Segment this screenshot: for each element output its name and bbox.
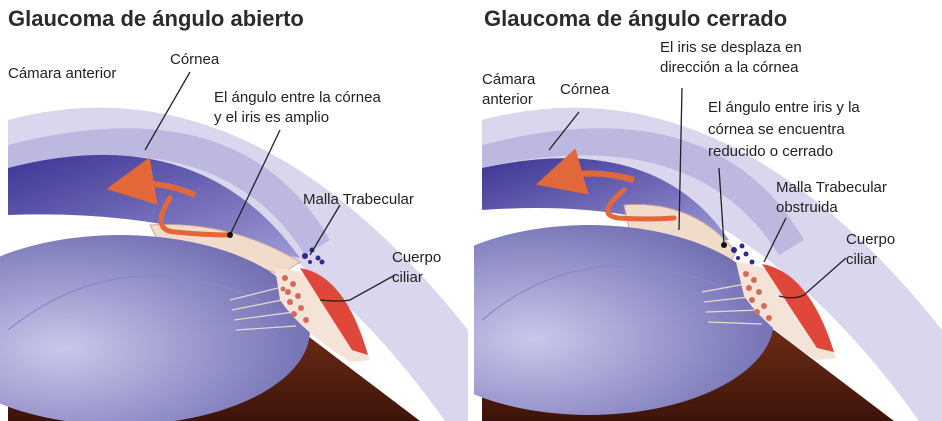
label-angle-line2: y el iris es amplio xyxy=(214,108,329,128)
label-trabecular: Malla Trabecular xyxy=(303,190,414,210)
label-ciliary-line2: ciliar xyxy=(846,250,877,270)
label-ciliary-line1: Cuerpo xyxy=(846,230,895,250)
label-anterior-chamber-line2: anterior xyxy=(482,90,533,110)
open-angle-panel: Glaucoma de ángulo abierto xyxy=(0,0,468,421)
label-iris-line1: El iris se desplaza en xyxy=(660,38,802,58)
label-anterior-chamber: Cámara anterior xyxy=(8,64,116,84)
label-trabecular-line1: Malla Trabecular xyxy=(776,178,887,198)
label-anterior-chamber-line1: Cámara xyxy=(482,70,535,90)
label-iris-line2: dirección a la córnea xyxy=(660,58,798,78)
label-ciliary-line2: ciliar xyxy=(392,268,423,288)
label-angle-line1: El ángulo entre iris y la xyxy=(708,98,860,118)
label-angle-line3: reducido o cerrado xyxy=(708,142,833,162)
label-angle-line2: córnea se encuentra xyxy=(708,120,845,140)
label-cornea: Córnea xyxy=(170,50,219,70)
label-trabecular-line2: obstruida xyxy=(776,198,838,218)
closed-angle-panel: Glaucoma de ángulo cerrado xyxy=(474,0,942,421)
label-cornea: Córnea xyxy=(560,80,609,100)
label-ciliary-line1: Cuerpo xyxy=(392,248,441,268)
label-angle-line1: El ángulo entre la córnea xyxy=(214,88,381,108)
